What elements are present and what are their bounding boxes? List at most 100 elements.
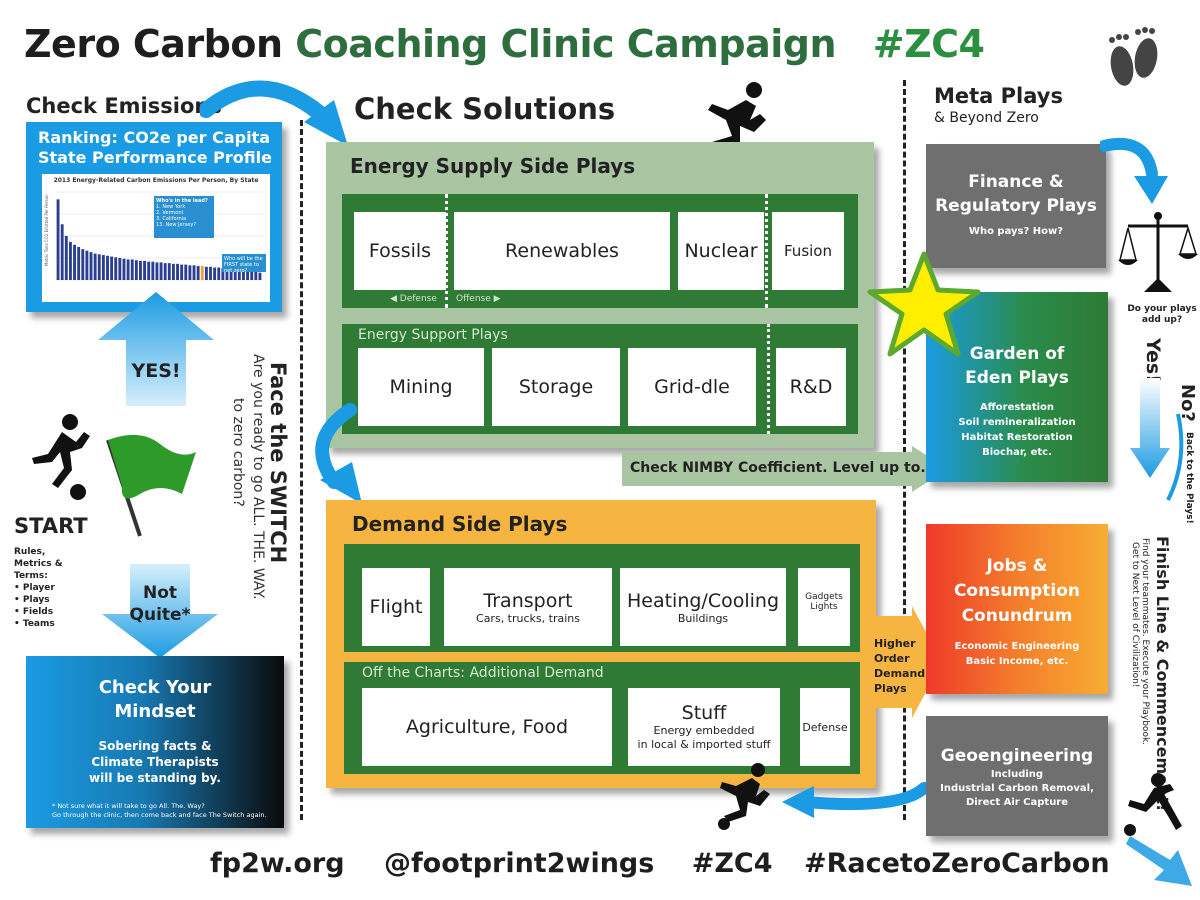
meta-sub: & Beyond Zero xyxy=(934,110,1039,126)
add-up-question: Do your plays add up? xyxy=(1124,304,1200,326)
mini-chart-bar xyxy=(143,260,147,280)
supply-section: Energy Supply Side Plays Fossils Renewab… xyxy=(326,142,874,448)
footer-site[interactable]: fp2w.org xyxy=(210,848,345,879)
yes-arrow: YES! xyxy=(96,290,216,408)
eden-item: Soil remineralization xyxy=(958,417,1076,428)
footer-tag1[interactable]: #ZC4 xyxy=(691,848,773,879)
rules-heading: Rules, Metrics & Terms: xyxy=(14,547,63,581)
geo-title: Geoengineering xyxy=(940,746,1094,766)
play-defense[interactable]: Defense xyxy=(800,688,850,766)
rule-item: • Player xyxy=(14,583,55,593)
check-solutions-heading: Check Solutions xyxy=(354,92,616,126)
play-griddle[interactable]: Grid-dle xyxy=(628,348,756,426)
footer-tag2[interactable]: #RacetoZeroCarbon xyxy=(803,848,1110,879)
play-nuclear[interactable]: Nuclear xyxy=(678,212,764,290)
soccer-player-icon xyxy=(12,412,102,502)
offense-label: Offense ▶ xyxy=(456,294,501,304)
finance-box[interactable]: Finance & Regulatory Plays Who pays? How… xyxy=(926,144,1106,268)
play-stuff[interactable]: Stuff Energy embedded in local & importe… xyxy=(628,688,780,766)
green-flag-icon xyxy=(100,432,200,542)
page-title: Zero Carbon Coaching Clinic Campaign #ZC… xyxy=(24,22,985,66)
mini-chart-bar xyxy=(254,271,258,280)
curved-arrow-meta xyxy=(1100,130,1178,210)
rule-item: • Fields xyxy=(14,607,54,617)
defense-label: ◀ Defense xyxy=(390,294,437,304)
rule-item: • Teams xyxy=(14,619,55,629)
divider-right xyxy=(903,80,906,820)
mini-chart-ylabel: Metric Tons CO2 Emitted Per Person xyxy=(44,194,49,266)
mini-chart-bar xyxy=(188,265,192,280)
scales-icon xyxy=(1118,208,1198,294)
mini-chart-bar xyxy=(229,269,233,280)
nimby-arrow: Check NIMBY Coefficient. Level up to... xyxy=(622,446,950,492)
mini-chart-bar xyxy=(242,269,245,280)
finish-sub-line2: Get to Next Level of Civilization! xyxy=(1130,542,1140,688)
mini-chart-bar xyxy=(217,267,221,280)
play-gadgets-lights[interactable]: Gadgets Lights xyxy=(798,568,850,646)
mini-chart-bar xyxy=(68,241,72,280)
emissions-ranking-box[interactable]: Ranking: CO2e per Capita State Performan… xyxy=(26,122,282,312)
footprints-icon xyxy=(1092,22,1172,94)
mindset-body-line2: Climate Therapists xyxy=(91,755,219,769)
finish-sub-line1: Find your teammates. Execute your Playbo… xyxy=(1140,538,1150,746)
finish-arrow xyxy=(1126,830,1196,890)
mini-chart-bar xyxy=(258,272,262,280)
ranking-title-line1: Ranking: CO2e per Capita xyxy=(38,128,271,147)
legend-item: 1. New York xyxy=(156,204,186,210)
not-quite-line2: Quite* xyxy=(129,605,191,625)
mini-chart-bar xyxy=(134,260,138,280)
mini-chart-bar xyxy=(110,256,114,280)
support-band: Energy Support Plays Mining Storage Grid… xyxy=(342,324,858,434)
play-rnd[interactable]: R&D xyxy=(776,348,846,426)
switch-line1: Are you ready to go ALL. THE. WAY. xyxy=(250,354,266,600)
transport-title: Transport xyxy=(483,590,573,612)
mini-chart-bar xyxy=(139,260,142,280)
title-part2: Coaching Clinic Campaign xyxy=(295,22,837,66)
star-icon xyxy=(864,250,984,360)
play-agriculture-food[interactable]: Agriculture, Food xyxy=(362,688,612,766)
higher-order-arrow: Higher Order Demand Plays xyxy=(868,606,942,718)
play-renewables[interactable]: Renewables xyxy=(454,212,670,290)
finance-title-line1: Finance & xyxy=(968,172,1064,192)
eden-title-line1: Garden of xyxy=(969,344,1065,364)
supply-heading: Energy Supply Side Plays xyxy=(350,154,636,178)
mini-chart-bar xyxy=(130,259,134,280)
mini-chart-bar xyxy=(221,268,225,280)
mini-chart: 2013 Energy-Related Carbon Emissions Per… xyxy=(42,174,270,302)
play-heating-cooling[interactable]: Heating/Cooling Buildings xyxy=(620,568,786,646)
play-storage[interactable]: Storage xyxy=(492,348,620,426)
jobs-box[interactable]: Jobs & Consumption Conundrum Economic En… xyxy=(926,524,1108,694)
ranking-title-line2: State Performance Profile xyxy=(38,148,272,167)
geo-box[interactable]: Geoengineering Including Industrial Carb… xyxy=(926,716,1108,836)
mindset-box[interactable]: Check Your Mindset Sobering facts & Clim… xyxy=(26,656,284,828)
stuff-sub-line2: in local & imported stuff xyxy=(637,738,771,751)
jobs-sub-line1: Economic Engineering xyxy=(954,641,1080,652)
play-transport[interactable]: Transport Cars, trucks, trains xyxy=(444,568,612,646)
mini-chart-bar xyxy=(89,252,93,280)
mini-chart-bar xyxy=(93,253,97,280)
mini-chart-bar xyxy=(155,262,159,280)
play-flight[interactable]: Flight xyxy=(362,568,430,646)
higher-order-line2: Order xyxy=(874,652,910,665)
mini-chart-bar xyxy=(209,266,212,280)
footer-handle[interactable]: @footprint2wings xyxy=(383,848,655,879)
eden-box[interactable]: Garden of Eden Plays Afforestation Soil … xyxy=(926,292,1108,482)
check-emissions-heading: Check Emissions xyxy=(26,94,222,118)
play-fossils[interactable]: Fossils xyxy=(354,212,446,290)
play-fusion[interactable]: Fusion xyxy=(772,212,844,290)
eden-title-line2: Eden Plays xyxy=(965,368,1069,388)
not-quite-line1: Not xyxy=(142,583,178,603)
falling-player-icon xyxy=(1118,770,1188,840)
play-mining[interactable]: Mining xyxy=(358,348,484,426)
mini-chart-bar xyxy=(159,262,163,280)
stuff-title: Stuff xyxy=(681,702,727,724)
legend-title: Who's in the lead? xyxy=(156,198,208,204)
not-quite-arrow: Not Quite* xyxy=(100,562,220,660)
eden-item: Biochar, etc. xyxy=(982,447,1052,458)
support-heading: Energy Support Plays xyxy=(358,327,508,343)
mini-chart-bar xyxy=(56,199,60,280)
higher-order-line4: Plays xyxy=(874,682,907,695)
return-arrow xyxy=(780,774,928,824)
mini-chart-bar xyxy=(85,250,89,280)
mini-chart-bar xyxy=(167,263,171,280)
